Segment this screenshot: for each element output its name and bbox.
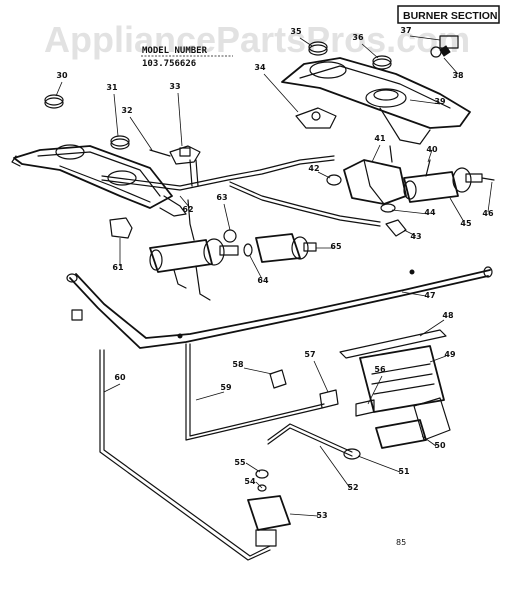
leader-lines [55, 35, 493, 517]
part-callouts: 30 31 32 33 34 35 36 37 38 39 40 41 42 43 44 45 46 47 48 49… [56, 26, 494, 520]
part-callout-63: 63 [216, 193, 227, 202]
part-callout-42: 42 [308, 164, 319, 173]
right-burner-valves [403, 159, 495, 203]
part-callout-36: 36 [352, 33, 364, 42]
part-callout-62: 62 [182, 205, 193, 214]
part-callout-39: 39 [434, 97, 446, 106]
part-callout-65: 65 [330, 242, 342, 251]
part-callout-41: 41 [374, 134, 386, 143]
part-callout-46: 46 [482, 209, 494, 218]
oven-valve-assembly [247, 469, 291, 547]
part-callout-55: 55 [234, 458, 246, 467]
section-title-box [397, 5, 500, 24]
part-callout-60: 60 [114, 373, 126, 382]
part-callout-54: 54 [244, 477, 256, 486]
part-callout-51: 51 [398, 467, 410, 476]
part-callout-45: 45 [460, 219, 472, 228]
part-callout-58: 58 [232, 360, 244, 369]
part-callout-31: 31 [106, 83, 118, 92]
part-callout-33: 33 [169, 82, 180, 91]
oven-gas-lines [99, 343, 353, 561]
oven-burner-parts [269, 329, 451, 460]
part-callout-47: 47 [424, 291, 435, 300]
model-number: 103.756626 [142, 59, 196, 69]
part-callout-44: 44 [424, 208, 436, 217]
part-callout-34: 34 [254, 63, 266, 72]
gas-tubing [101, 155, 381, 241]
left-burner-assembly [11, 94, 201, 217]
section-title: BURNER SECTION [403, 10, 498, 22]
part-callout-57: 57 [304, 350, 315, 359]
part-callout-40: 40 [426, 145, 438, 154]
watermark: AppliancePartsPros.com [44, 19, 470, 60]
center-valve-block [326, 145, 407, 237]
page-number: 85 [396, 538, 406, 547]
part-callout-35: 35 [290, 27, 302, 36]
part-callout-50: 50 [434, 441, 446, 450]
part-callout-37: 37 [400, 26, 411, 35]
part-callout-52: 52 [347, 483, 358, 492]
right-burner-assembly [281, 35, 471, 145]
part-callout-38: 38 [452, 71, 464, 80]
model-label: MODEL NUMBER [142, 46, 208, 56]
part-callout-32: 32 [121, 106, 132, 115]
part-callout-43: 43 [410, 232, 421, 241]
manifold-pipe [66, 266, 493, 349]
part-callout-48: 48 [442, 311, 454, 320]
part-callout-56: 56 [374, 365, 386, 374]
center-burner-valves [109, 217, 317, 301]
part-callout-61: 61 [112, 263, 124, 272]
part-callout-30: 30 [56, 71, 68, 80]
part-callout-49: 49 [444, 350, 456, 359]
part-callout-59: 59 [220, 383, 232, 392]
part-callout-53: 53 [316, 511, 327, 520]
part-callout-64: 64 [257, 276, 269, 285]
